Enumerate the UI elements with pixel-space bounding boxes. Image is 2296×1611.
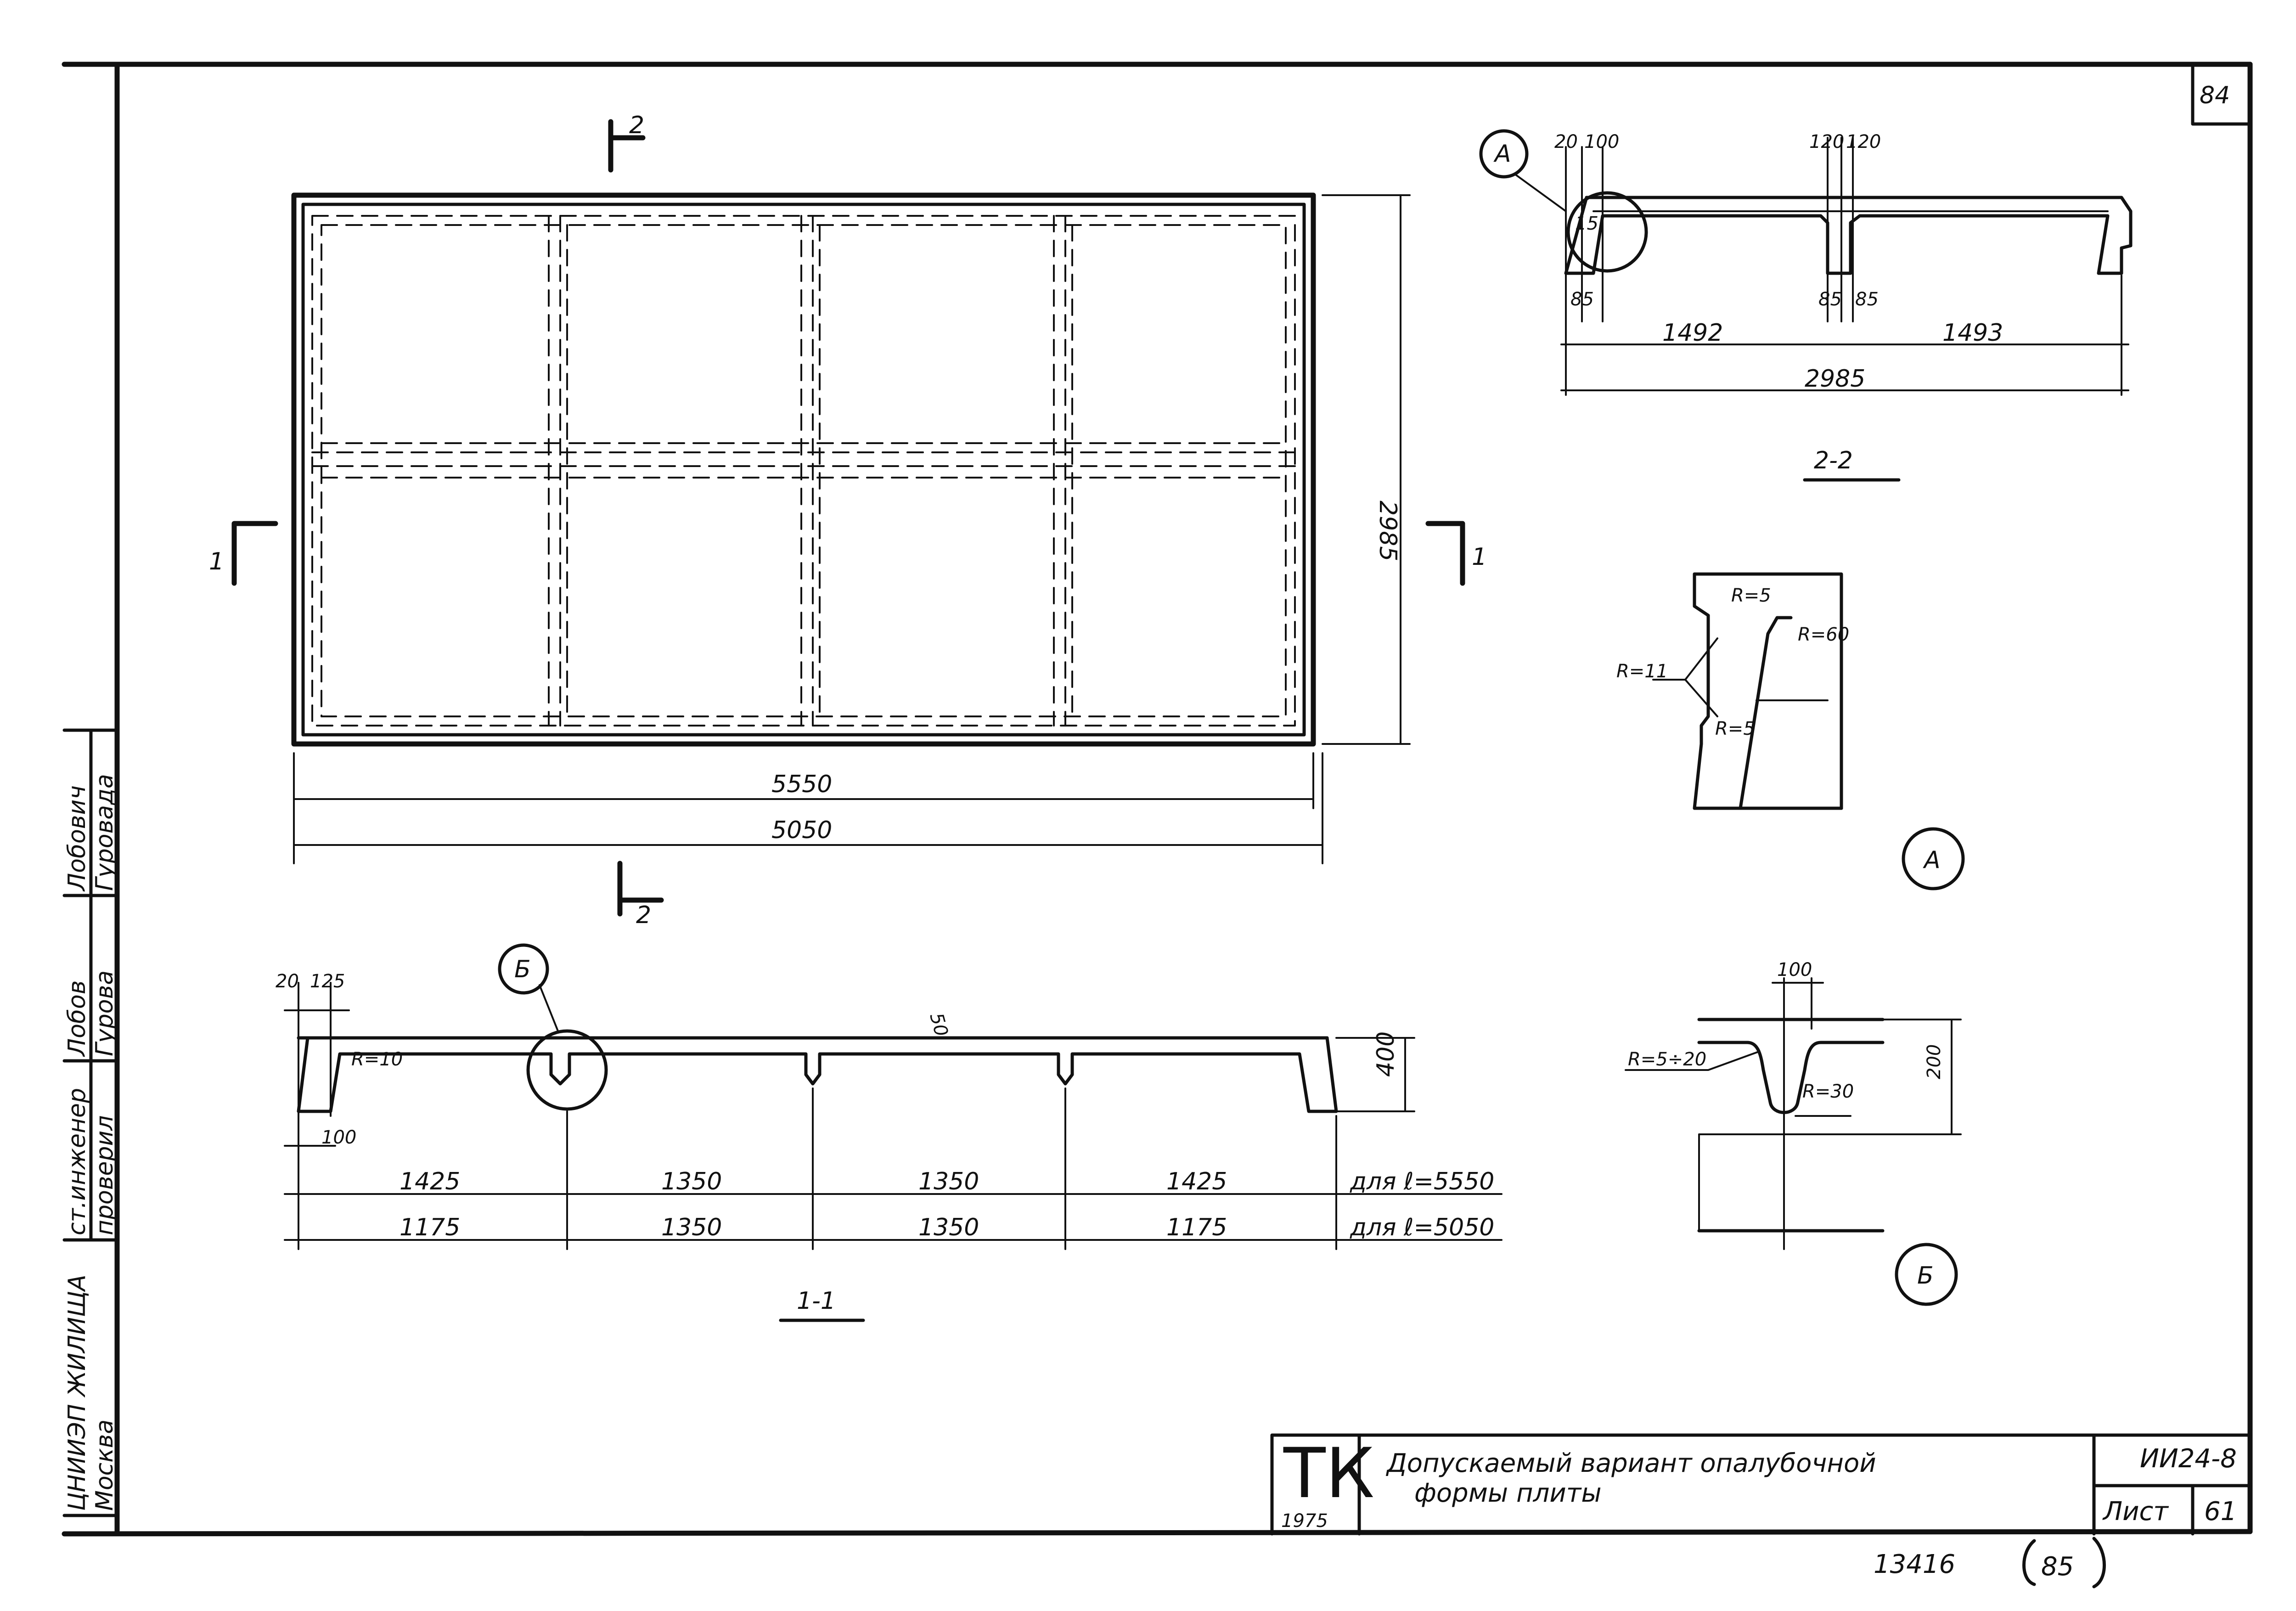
detail-b-height: 200: [1924, 1044, 1945, 1079]
section-mark-1-left: 1: [209, 521, 278, 586]
footer-archive-number: 13416: [1874, 1549, 1955, 1579]
s22-dim-120a: 120: [1809, 131, 1844, 152]
stamp-extra-1: Лобович: [63, 785, 91, 892]
detail-a-r-top: R=5: [1731, 585, 1771, 606]
stamp-role-2: проверил: [91, 1115, 118, 1236]
section-1-1-title: 1-1: [797, 1287, 836, 1315]
sheet-frame: [62, 62, 2253, 1537]
section-1-1-callout-label: Б: [514, 956, 531, 983]
plan-width: 2985: [1374, 501, 1401, 561]
section-2-2-callout-label: А: [1493, 140, 1511, 168]
s11-r-end: R=10: [351, 1049, 403, 1070]
detail-b-label: Б: [1895, 1243, 1958, 1306]
section-mark-2-bottom: 2: [617, 861, 664, 929]
s11-slope: 50: [925, 1011, 952, 1039]
s11-row1-0: 1425: [400, 1168, 460, 1195]
detail-a-r-lower: R=5: [1715, 718, 1755, 739]
detail-b-r-bottom: R=30: [1802, 1081, 1854, 1102]
section-2-2-profile: [1564, 196, 2133, 275]
detail-a-label: А: [1902, 827, 1965, 890]
detail-a-r-outer: R=11: [1616, 661, 1668, 682]
stamp-name-1: Лобов: [63, 980, 91, 1057]
stamp-role-1: ст.инженер: [63, 1088, 91, 1235]
title-line-2: формы плиты: [1414, 1478, 1602, 1508]
s22-dim-20: 20: [1554, 131, 1578, 152]
detail-b-drawing: [1625, 977, 1962, 1250]
section-mark-2-top-text: 2: [629, 112, 644, 139]
section-mark-1-left-text: 1: [209, 548, 224, 575]
corner-number-text: 84: [2200, 82, 2230, 109]
plan-length-5050: 5050: [771, 817, 832, 844]
detail-b-label-text: Б: [1917, 1262, 1934, 1290]
plan-view: [291, 192, 1316, 747]
s22-dim-120b: 120: [1846, 131, 1881, 152]
s11-row2-2: 1350: [918, 1214, 979, 1241]
footer-page-number: 85: [2022, 1537, 2106, 1588]
s22-total: 2985: [1805, 365, 1865, 393]
s22-dim-85a: 85: [1570, 289, 1594, 310]
section-2-2-title: 2-2: [1814, 447, 1853, 474]
footer-page-number-text: 85: [2041, 1552, 2074, 1582]
s22-dim-85c: 85: [1855, 289, 1879, 310]
detail-a-drawing: [1652, 572, 1843, 810]
title-block: [1270, 1433, 2252, 1536]
stamp-extra-2: Гуровада: [91, 774, 118, 891]
title-sheet-number: 61: [2204, 1497, 2237, 1527]
section-mark-1-right: 1: [1425, 521, 1487, 586]
stamp-org: ЦНИИЭП ЖИЛИЩА: [63, 1274, 91, 1511]
s11-height: 400: [1372, 1031, 1400, 1077]
section-mark-2-top: 2: [608, 112, 646, 173]
detail-a-r-inner: R=60: [1798, 624, 1849, 645]
section-mark-2-bottom-text: 2: [636, 901, 651, 929]
title-sheet-label: Лист: [2102, 1497, 2169, 1527]
s22-half-left: 1492: [1662, 319, 1723, 347]
side-stamp: ст.инженер проверил Лобов Гурова Лобович…: [62, 728, 119, 1511]
s11-row1-1: 1350: [661, 1168, 722, 1195]
s11-row1-3: 1425: [1166, 1168, 1227, 1195]
section-2-2-dimensions: [1560, 137, 2129, 396]
s22-half-right: 1493: [1942, 319, 2003, 347]
section-1-1-callout: Б: [498, 943, 608, 1111]
section-2-2-callout: А 15: [1479, 129, 1648, 273]
plan-dimensions: [293, 194, 1411, 864]
s11-dim-125: 125: [310, 971, 345, 992]
detail-b-r-top: R=5÷20: [1628, 1049, 1706, 1070]
s11-row2-0: 1175: [400, 1214, 460, 1241]
detail-b-width: 100: [1777, 959, 1812, 980]
title-code: ИИ24-8: [2140, 1444, 2237, 1474]
stamp-name-2: Гурова: [91, 970, 118, 1056]
s11-dim-100: 100: [321, 1127, 356, 1148]
plan-length-5550: 5550: [771, 771, 832, 798]
title-year: 1975: [1281, 1510, 1328, 1532]
s22-dim-100: 100: [1584, 131, 1619, 152]
stamp-city: Москва: [91, 1419, 118, 1511]
s22-dim-85b: 85: [1818, 289, 1842, 310]
s11-row1-2: 1350: [918, 1168, 979, 1195]
s11-row2-3: 1175: [1166, 1214, 1227, 1241]
s11-row1-label: для ℓ=5550: [1350, 1168, 1494, 1195]
title-series-mark: ТК: [1283, 1434, 1374, 1514]
s11-row2-label: для ℓ=5050: [1350, 1214, 1494, 1241]
corner-sheet-number: 84: [2191, 65, 2250, 126]
s11-row2-1: 1350: [661, 1214, 722, 1241]
detail-a-label-text: А: [1923, 846, 1941, 874]
s11-dim-20: 20: [276, 971, 299, 992]
section-1-1-profile: [297, 1036, 1338, 1113]
title-line-1: Допускаемый вариант опалубочной: [1385, 1448, 1876, 1478]
section-1-1-dimensions: [284, 982, 1503, 1250]
section-mark-1-right-text: 1: [1472, 543, 1487, 571]
section-2-2-slope: 15: [1575, 213, 1598, 234]
